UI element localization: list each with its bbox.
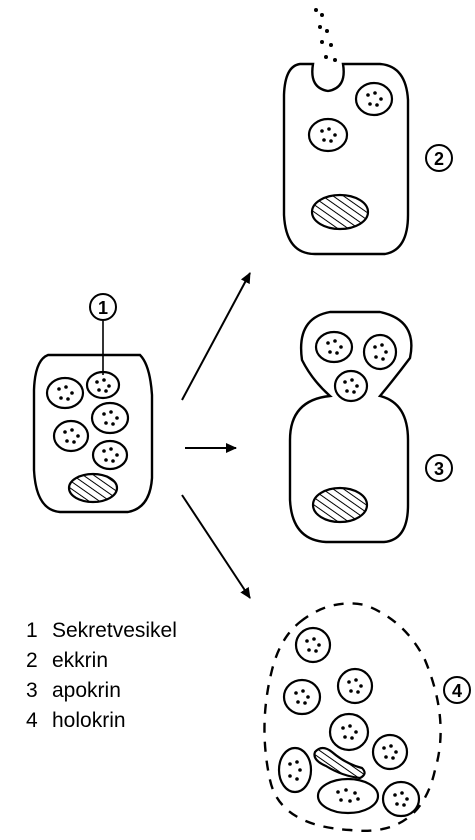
legend-number: 2 [26,646,52,676]
vesicle [383,782,419,816]
vesicle [364,335,396,369]
vesicle [47,378,83,408]
marker-2-label: 2 [434,149,444,169]
nucleus [312,195,368,229]
vesicle [338,669,372,703]
vesicle [335,371,367,401]
vesicle [296,628,330,662]
marker-4-label: 4 [452,681,462,701]
vesicle [356,83,392,115]
vesicle [330,714,368,750]
arrows [182,273,250,598]
arrow-to-ekkrin [182,273,250,400]
legend-number: 1 [26,616,52,646]
apokrin-cell: 3 [290,312,452,542]
nucleus-fragment [314,748,364,778]
secretion-droplets [314,8,337,62]
legend-label: apokrin [52,679,121,702]
arrow-to-holokrin [182,495,250,598]
vesicle [373,735,407,769]
nucleus [69,474,117,502]
vesicle [54,421,88,451]
ekkrin-cell: 2 [284,8,452,254]
holokrin-cell: 4 [264,603,470,830]
legend-number: 3 [26,676,52,706]
source-cell: 1 [34,294,152,512]
vesicle [284,680,320,714]
holokrin-cell-outline [264,603,440,830]
vesicle [87,372,119,398]
vesicle [309,119,347,151]
marker-3-label: 3 [434,459,444,479]
legend-label: holokrin [52,709,126,732]
marker-1-label: 1 [98,298,108,318]
vesicle [93,441,127,469]
legend-number: 4 [26,706,52,736]
vesicle [92,403,128,433]
vesicle [318,779,378,813]
legend-label: Sekretvesikel [52,619,177,642]
vesicle [316,332,352,362]
vesicle [279,748,311,792]
nucleus [313,488,367,522]
legend-label: ekkrin [52,649,108,672]
